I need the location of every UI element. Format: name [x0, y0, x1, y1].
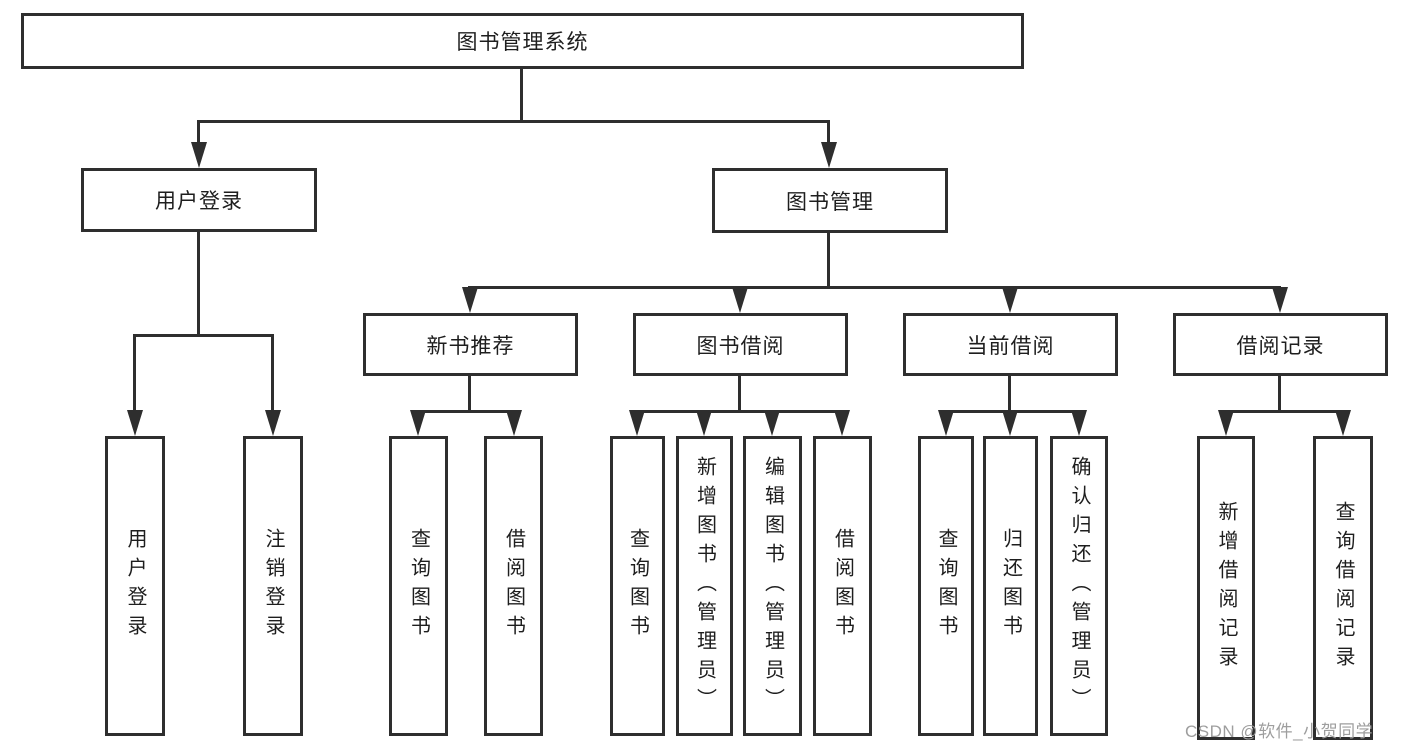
- arrow-down-icon: [410, 410, 426, 436]
- leaf-add-borrow-record: 新增借阅记录: [1197, 436, 1255, 740]
- leaf-user-login-label: 用户登录: [124, 528, 146, 644]
- connector-userlogin-stem: [197, 232, 200, 337]
- leaf-query-books-borrow-label: 查询图书: [626, 528, 649, 644]
- connector-newbook-stem: [468, 376, 471, 413]
- leaf-query-books-newbook-label: 查询图书: [407, 528, 430, 644]
- arrow-down-icon: [1002, 287, 1018, 313]
- watermark: CSDN @软件_小贺同学: [1185, 722, 1374, 741]
- leaf-return-books: 归还图书: [983, 436, 1038, 736]
- node-book-management: 图书管理: [712, 168, 948, 233]
- leaf-add-borrow-record-label: 新增借阅记录: [1215, 501, 1237, 675]
- leaf-edit-books-admin-label: 编辑图书（管理员）: [761, 455, 784, 717]
- arrow-down-icon: [191, 142, 207, 168]
- leaf-query-borrow-record-label: 查询借阅记录: [1332, 501, 1354, 675]
- node-borrow-records: 借阅记录: [1173, 313, 1388, 376]
- node-user-login: 用户登录: [81, 168, 317, 232]
- arrow-down-icon: [506, 410, 522, 436]
- connector-root-stem: [520, 69, 523, 120]
- arrow-down-icon: [629, 410, 645, 436]
- arrow-down-icon: [265, 410, 281, 436]
- leaf-logout-label: 注销登录: [262, 528, 284, 644]
- leaf-query-books-newbook: 查询图书: [389, 436, 448, 736]
- leaf-borrow-books: 借阅图书: [813, 436, 872, 736]
- leaf-borrow-books-newbook: 借阅图书: [484, 436, 543, 736]
- leaf-add-books-admin: 新增图书（管理员）: [676, 436, 733, 736]
- leaf-query-books-current: 查询图书: [918, 436, 974, 736]
- arrow-down-icon: [127, 410, 143, 436]
- leaf-borrow-books-newbook-label: 借阅图书: [502, 528, 525, 644]
- arrow-down-icon: [1335, 410, 1351, 436]
- connector-bookborrow-stem: [738, 376, 741, 413]
- connector-bookmgmt-branch: [468, 286, 1281, 289]
- leaf-user-login: 用户登录: [105, 436, 165, 736]
- node-new-book-recommend: 新书推荐: [363, 313, 578, 376]
- leaf-borrow-books-label: 借阅图书: [831, 528, 854, 644]
- leaf-query-books-current-label: 查询图书: [935, 528, 957, 644]
- leaf-edit-books-admin: 编辑图书（管理员）: [743, 436, 802, 736]
- connector-userlogin-branch: [133, 334, 274, 337]
- connector-bookmgmt-stem: [827, 233, 830, 289]
- connector-root-right-drop: [827, 120, 830, 146]
- connector-root-branch: [197, 120, 830, 123]
- leaf-confirm-return-admin: 确认归还（管理员）: [1050, 436, 1108, 736]
- connector-newbook-branch: [416, 410, 516, 413]
- arrow-down-icon: [1002, 410, 1018, 436]
- arrow-down-icon: [1071, 410, 1087, 436]
- leaf-return-books-label: 归还图书: [999, 528, 1022, 644]
- leaf-add-books-admin-label: 新增图书（管理员）: [693, 455, 716, 717]
- leaf-confirm-return-admin-label: 确认归还（管理员）: [1068, 455, 1090, 717]
- connector-root-left-drop: [197, 120, 200, 146]
- leaf-query-books-borrow: 查询图书: [610, 436, 665, 736]
- arrow-down-icon: [764, 410, 780, 436]
- connector-borrowrecords-branch: [1224, 410, 1345, 413]
- arrow-down-icon: [1218, 410, 1234, 436]
- connector-currentborrow-stem: [1008, 376, 1011, 413]
- arrow-down-icon: [834, 410, 850, 436]
- arrow-down-icon: [938, 410, 954, 436]
- leaf-logout: 注销登录: [243, 436, 303, 736]
- connector-bookborrow-branch: [635, 410, 844, 413]
- connector-userlogin-drop2: [271, 334, 274, 414]
- connector-borrowrecords-stem: [1278, 376, 1281, 413]
- arrow-down-icon: [1272, 287, 1288, 313]
- arrow-down-icon: [462, 287, 478, 313]
- node-current-borrow: 当前借阅: [903, 313, 1118, 376]
- node-book-borrow: 图书借阅: [633, 313, 848, 376]
- arrow-down-icon: [696, 410, 712, 436]
- arrow-down-icon: [732, 287, 748, 313]
- arrow-down-icon: [821, 142, 837, 168]
- leaf-query-borrow-record: 查询借阅记录: [1313, 436, 1373, 740]
- connector-userlogin-drop1: [133, 334, 136, 414]
- node-root: 图书管理系统: [21, 13, 1024, 69]
